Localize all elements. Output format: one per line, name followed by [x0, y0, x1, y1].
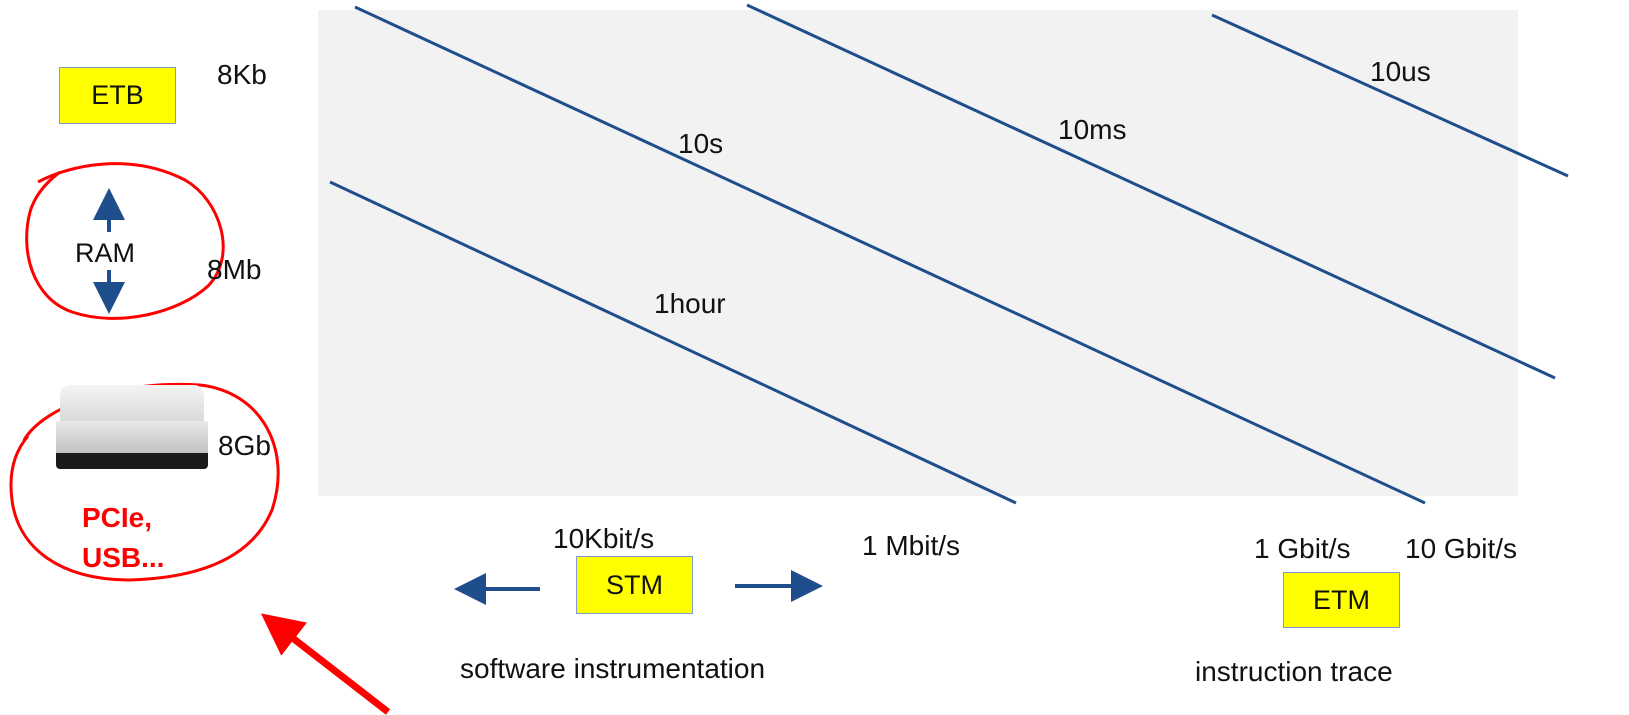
bandwidth-label-10gbit: 10 Gbit/s [1405, 533, 1518, 564]
ram-highlight-circle [25, 162, 225, 320]
stm-label: STM [606, 569, 663, 600]
stm-caption: software instrumentation [460, 653, 766, 684]
diagonal-line-10us [1211, 13, 1569, 178]
diagonal-line-1hour [329, 180, 1017, 505]
bandwidth-label-1mbit: 1 Mbit/s [862, 530, 961, 561]
diagonal-label-10ms: 10ms [1058, 114, 1127, 145]
diagonal-line-10ms [746, 3, 1556, 380]
plot-area [318, 10, 1518, 496]
red-pointer-arrow [260, 613, 391, 715]
etm-caption: instruction trace [1195, 656, 1393, 687]
disk-size-label: 8Gb [218, 430, 271, 461]
disk-interface-line-2: USB... [82, 542, 165, 573]
disk-interface-line-1: PCIe, [82, 502, 153, 533]
stm-tag: STM [576, 556, 693, 614]
bandwidth-label-10kbit: 10Kbit/s [553, 523, 655, 554]
etm-label: ETM [1313, 584, 1370, 615]
diagonal-label-10us: 10us [1370, 56, 1431, 87]
diagonal-label-1hour: 1hour [654, 288, 726, 319]
etb-tag: ETB [59, 67, 176, 124]
ram-size-label: 8Mb [207, 254, 262, 285]
ram-label: RAM [75, 238, 135, 268]
diagonal-label-10s: 10s [678, 128, 724, 159]
etm-tag: ETM [1283, 572, 1400, 628]
diagonal-line-10s [354, 5, 1426, 505]
etb-label: ETB [91, 80, 144, 110]
etb-size-label: 8Kb [217, 59, 267, 90]
external-storage-device-image [52, 385, 212, 471]
bandwidth-label-1gbit: 1 Gbit/s [1254, 533, 1351, 564]
